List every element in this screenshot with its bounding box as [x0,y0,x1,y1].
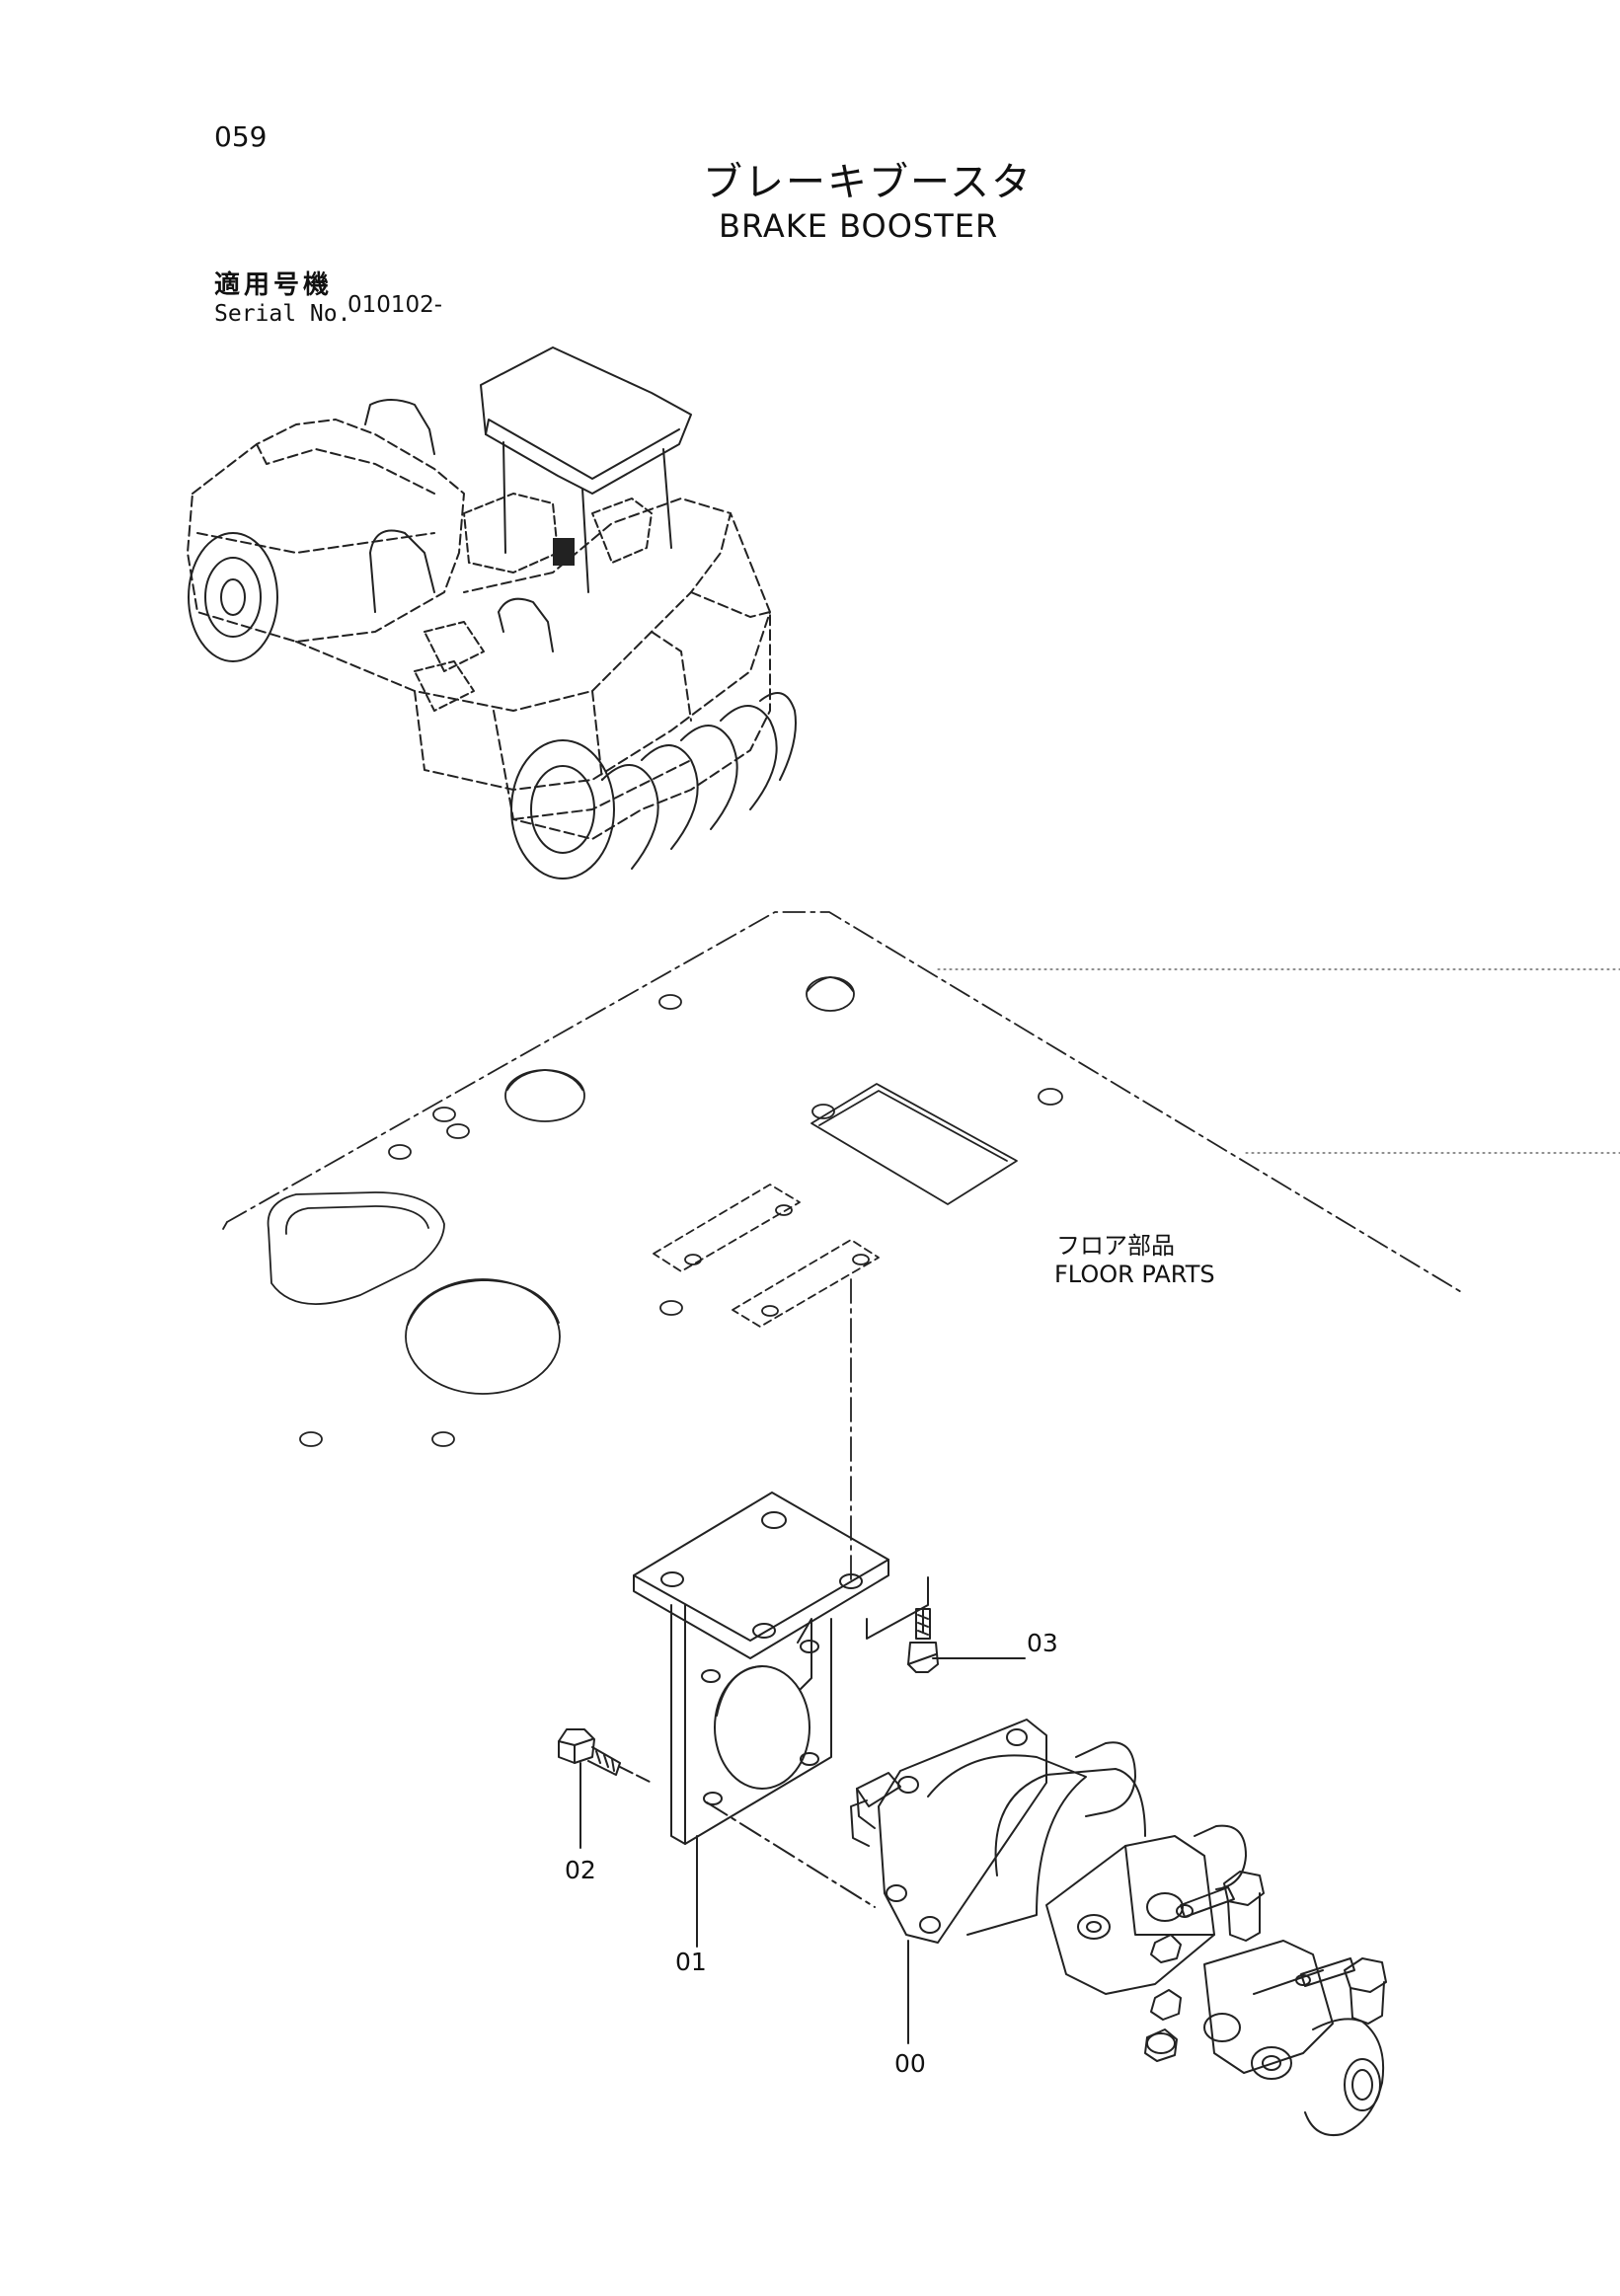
floor-plate [222,911,1620,1582]
bolt-part-02 [558,1728,653,1849]
serial-label-english: Serial No. [214,301,351,327]
floor-parts-label-english: FLOOR PARTS [1054,1261,1215,1288]
part-callout-00[interactable]: 00 [894,2049,926,2078]
page-title-japanese: ブレーキブースタ [703,160,1033,205]
roller-machine-illustration [187,346,797,880]
part-callout-03[interactable]: 03 [1027,1629,1058,1657]
serial-label-japanese: 適用号機 [214,270,334,300]
part-callout-02[interactable]: 02 [565,1856,596,1884]
brake-booster-part-00 [850,1719,1387,2136]
page-number: 059 [214,120,268,153]
floor-parts-label-japanese: フロア部品 [1056,1232,1175,1260]
bracket-part-01 [633,1492,929,1946]
bolt-part-03 [907,1608,1026,1673]
brake-booster-location-marker [553,538,575,566]
page-title-english: BRAKE BOOSTER [719,207,999,245]
serial-number-value: 010102- [347,292,443,318]
part-callout-01[interactable]: 01 [675,1948,707,1976]
